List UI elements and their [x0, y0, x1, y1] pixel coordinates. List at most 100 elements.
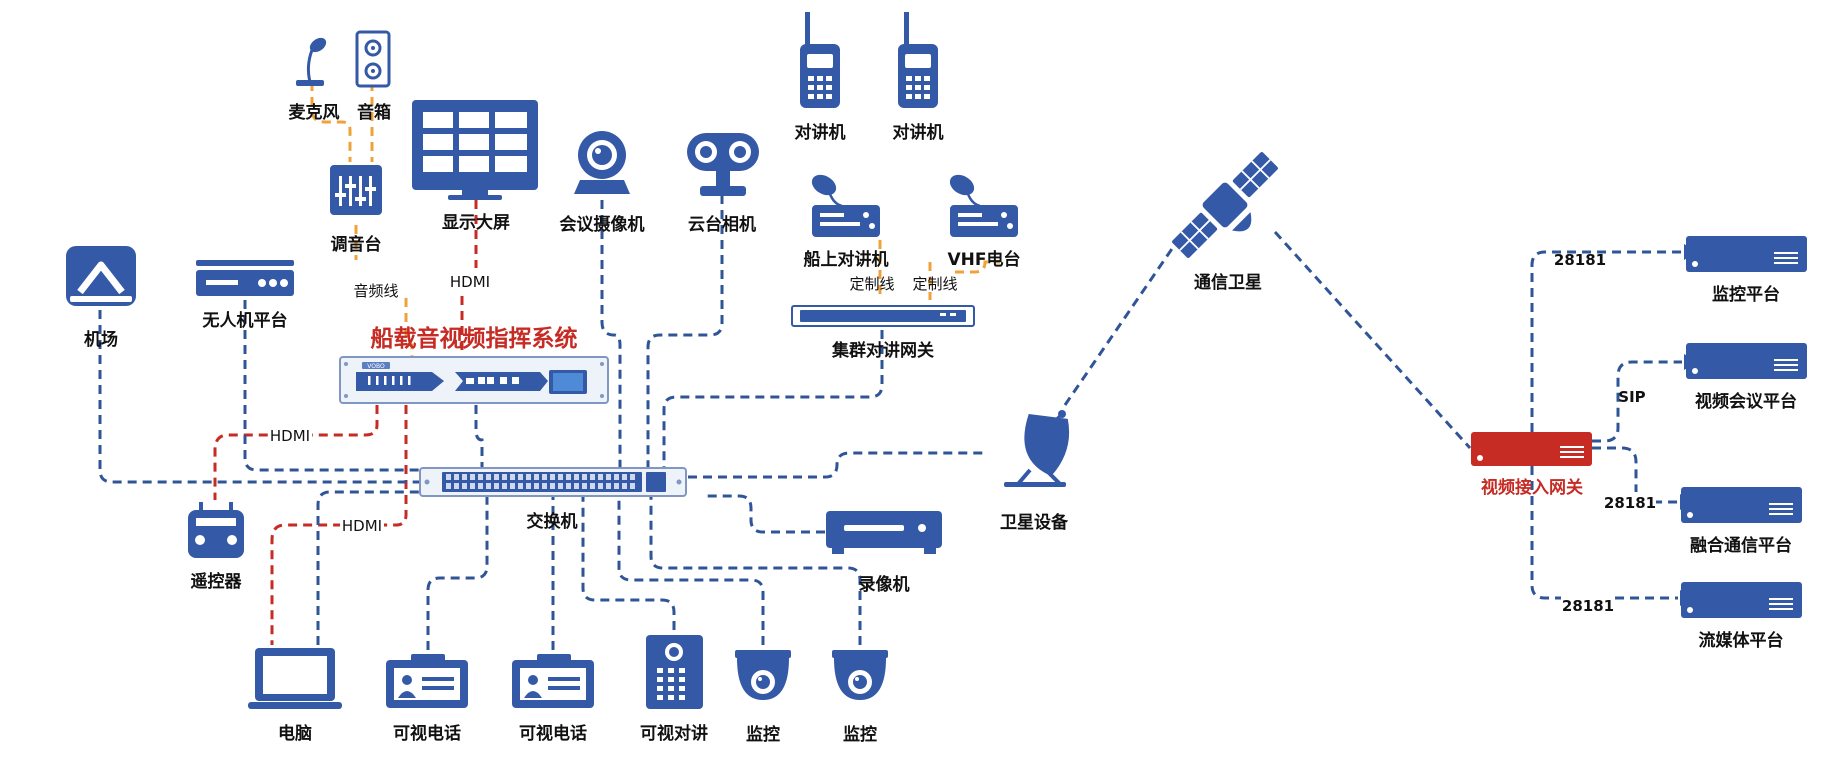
radio2-label: 对讲机 [893, 122, 944, 143]
ptz-camera-label: 云台相机 [688, 214, 756, 235]
media-platform-label: 流媒体平台 [1699, 630, 1784, 651]
dome-camera-icon [832, 650, 888, 700]
link-satellite-gateway [1273, 230, 1472, 450]
custom-line-label-2: 定制线 [912, 275, 957, 293]
satellite-node: 通信卫星 [1172, 152, 1278, 293]
speaker-icon [355, 30, 391, 88]
protocol-sip: SIP [1618, 388, 1645, 406]
link-videophone1-switch [426, 495, 489, 650]
link-uav-switch [243, 300, 420, 472]
switch-port [454, 474, 459, 480]
walkie-talkie-icon [800, 12, 840, 108]
switch-port [526, 483, 531, 489]
microphone-node: 麦克风 [289, 37, 340, 123]
switch-port [630, 474, 635, 480]
airport-node: 机场 [66, 246, 136, 350]
laptop-icon [248, 648, 342, 709]
link-confcam-switch [600, 185, 622, 470]
switch-port [494, 474, 499, 480]
server-icon [1681, 487, 1802, 523]
controller-badge: VOBO [367, 363, 385, 370]
radio2-node: 对讲机 [893, 12, 944, 143]
switch-port [454, 483, 459, 489]
satellite-icon [1172, 152, 1278, 258]
server-icon [1471, 432, 1592, 466]
server-icon [1681, 582, 1802, 618]
recorder-label: 录像机 [859, 574, 910, 595]
radio-station-icon [811, 174, 880, 237]
switch-port [542, 474, 547, 480]
link-controller-switch [474, 405, 484, 470]
protocol-28181-media: 28181 [1562, 597, 1614, 615]
radio1-node: 对讲机 [795, 12, 846, 143]
switch-port [510, 483, 515, 489]
switch-port [614, 474, 619, 480]
custom-line-label-1: 定制线 [849, 275, 894, 293]
switch-port [486, 474, 491, 480]
switch-port [606, 474, 611, 480]
fusion-platform-node: 融合通信平台 [1681, 487, 1802, 556]
switch-port [574, 483, 579, 489]
server-icon [1686, 236, 1807, 272]
switch-port [542, 483, 547, 489]
display-node: 显示大屏 [412, 100, 538, 233]
video-gateway-node: 视频接入网关 [1471, 432, 1592, 498]
radio1-label: 对讲机 [795, 122, 846, 143]
display-icon [412, 100, 538, 200]
switch-port [550, 474, 555, 480]
microphone-label: 麦克风 [289, 102, 340, 123]
switch-port [486, 483, 491, 489]
switch-port [478, 474, 483, 480]
camera2-node: 监控 [832, 650, 888, 745]
speaker-node: 音箱 [355, 30, 391, 123]
mixer-label: 调音台 [331, 234, 382, 255]
remote-node: 遥控器 [188, 502, 244, 592]
uav-platform-node: 无人机平台 [196, 260, 294, 331]
switch-port [622, 474, 627, 480]
airport-label: 机场 [84, 329, 118, 350]
satellite-dish-icon [1004, 410, 1070, 487]
ship-radio-node: 船上对讲机 [804, 174, 889, 270]
vhf-label: VHF电台 [948, 249, 1021, 270]
airport-icon [66, 246, 136, 306]
switch-port [534, 483, 539, 489]
gateway-icon [791, 305, 975, 327]
dome-camera-icon [735, 650, 791, 700]
link-mic-mixer [310, 82, 352, 162]
intercom-icon [646, 635, 703, 709]
audio-link-label: 音频线 [353, 282, 398, 300]
switch-port [510, 474, 515, 480]
satellite-label: 通信卫星 [1194, 272, 1262, 293]
link-pc-switch [316, 490, 425, 645]
fusion-platform-label: 融合通信平台 [1690, 535, 1792, 556]
protocol-28181-fusion: 28181 [1604, 494, 1656, 512]
link-ptzcam-switch [646, 195, 724, 470]
intercom-node: 可视对讲 [640, 635, 708, 744]
ptz-camera-node: 云台相机 [687, 133, 759, 235]
switch-port [478, 483, 483, 489]
conf-camera-label: 会议摄像机 [560, 214, 645, 235]
uav-platform-icon [196, 260, 294, 296]
switch-port [606, 483, 611, 489]
videophone-icon [512, 654, 594, 708]
switch-port [558, 483, 563, 489]
switch-port [462, 474, 467, 480]
switch-port [550, 483, 555, 489]
switch-port [518, 483, 523, 489]
link-mixer-controller-b [404, 298, 414, 360]
switch-port [590, 474, 595, 480]
display-label: 显示大屏 [442, 212, 510, 233]
switch-port [622, 483, 627, 489]
media-platform-node: 流媒体平台 [1681, 582, 1802, 651]
switch-port [518, 474, 523, 480]
ship-radio-label: 船上对讲机 [804, 249, 889, 270]
camera1-node: 监控 [735, 650, 791, 745]
switch-port [526, 474, 531, 480]
link-gateway-vconf [1592, 360, 1682, 443]
switch-port [558, 474, 563, 480]
conf-camera-node: 会议摄像机 [560, 131, 645, 235]
switch-port [566, 474, 571, 480]
switch-port [470, 474, 475, 480]
switch-node: 交换机 [419, 467, 687, 532]
link-gateway-monitor [1530, 250, 1682, 432]
